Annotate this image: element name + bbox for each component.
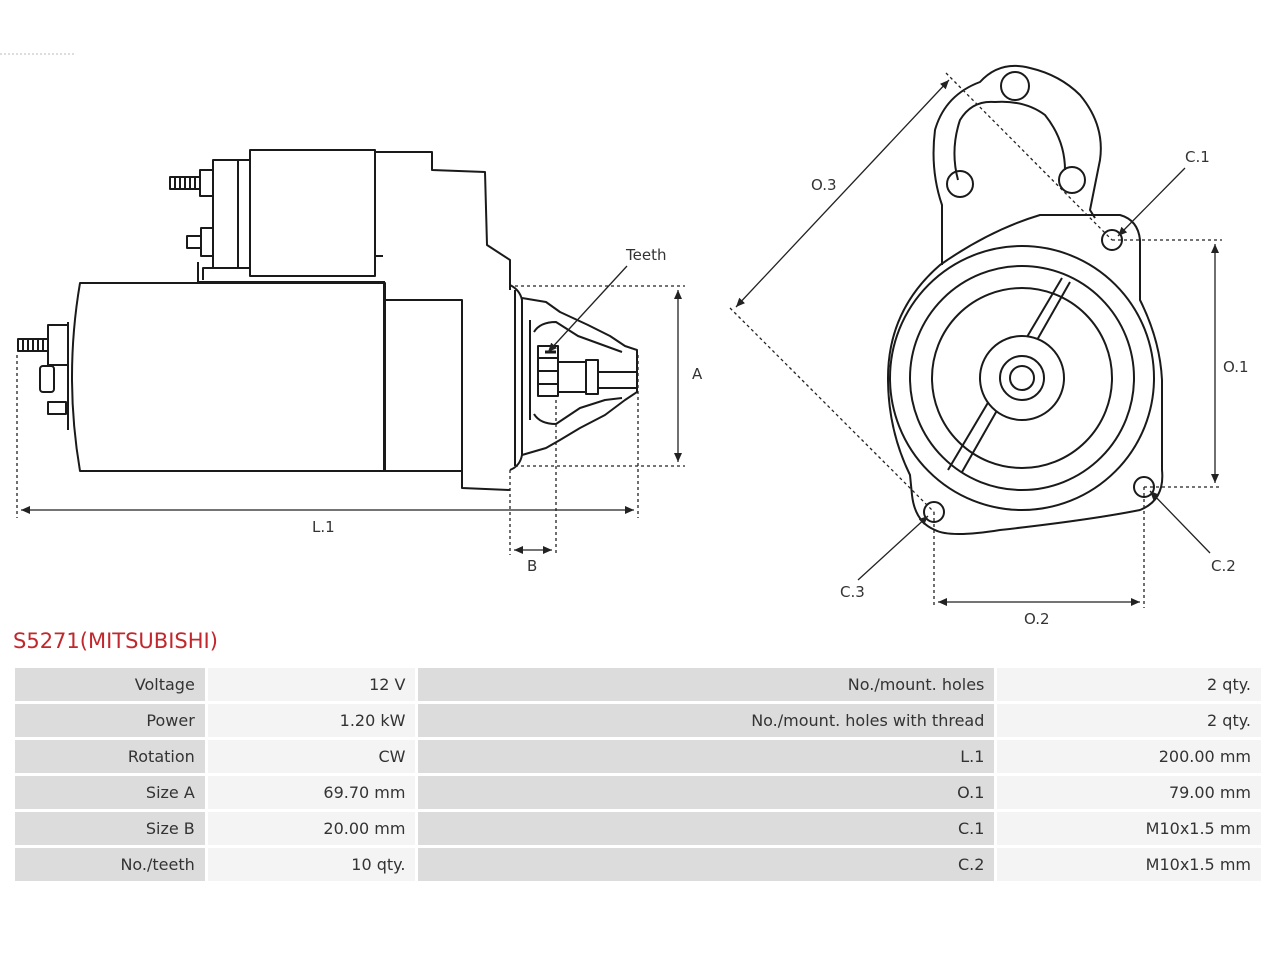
mount-hole-c3 (923, 501, 945, 523)
front-view (887, 64, 1164, 535)
spec-value: 12 V (207, 668, 416, 701)
motor-body (67, 282, 511, 491)
product-title: S5271(MITSUBISHI) (13, 629, 218, 653)
spec-row: No./teeth 10 qty. C.2 M10x1.5 mm (15, 848, 1261, 881)
spec-key: Size A (15, 776, 205, 809)
spec-row: Rotation CW L.1 200.00 mm (15, 740, 1261, 773)
dimension-a-label: A (692, 365, 703, 383)
rear-terminal (17, 324, 69, 415)
teeth-label: Teeth (625, 246, 666, 264)
end-bell-outer (889, 245, 1155, 511)
solenoid-terminal-studs (169, 169, 214, 257)
spec-key: C.2 (418, 848, 995, 881)
starter-technical-drawing: Teeth A L.1 B O.3 C.1 O.1 C.2 C.3 O.2 (0, 53, 1249, 625)
top-mount-bracket (932, 64, 1102, 265)
spec-key: Power (15, 704, 205, 737)
spec-key: C.1 (418, 812, 995, 845)
spec-key: Size B (15, 812, 205, 845)
spec-key: Rotation (15, 740, 205, 773)
dimension-o1-label: O.1 (1223, 358, 1249, 376)
dimension-o3-label: O.3 (811, 176, 837, 194)
spec-key: Voltage (15, 668, 205, 701)
spec-value: 10 qty. (207, 848, 416, 881)
spec-row: Power 1.20 kW No./mount. holes with thre… (15, 704, 1261, 737)
dimension-b-label: B (527, 557, 537, 575)
spec-value: 2 qty. (997, 668, 1261, 701)
spec-value: CW (207, 740, 416, 773)
dimension-c2-label: C.2 (1211, 557, 1236, 575)
mount-hole-c2 (1133, 476, 1155, 498)
spec-value: 20.00 mm (207, 812, 416, 845)
dimension-c1-label: C.1 (1185, 148, 1210, 166)
spec-value: 2 qty. (997, 704, 1261, 737)
spec-key: No./mount. holes with thread (418, 704, 995, 737)
spec-row: Voltage 12 V No./mount. holes 2 qty. (15, 668, 1261, 701)
spec-value: 69.70 mm (207, 776, 416, 809)
spec-value: 79.00 mm (997, 776, 1261, 809)
spec-key: No./mount. holes (418, 668, 995, 701)
spec-value: 200.00 mm (997, 740, 1261, 773)
spec-row: Size B 20.00 mm C.1 M10x1.5 mm (15, 812, 1261, 845)
spec-key: O.1 (418, 776, 995, 809)
side-view-dimensions (16, 265, 685, 555)
spec-key: L.1 (418, 740, 995, 773)
mount-hole-c1 (1101, 229, 1123, 251)
spec-key: No./teeth (15, 848, 205, 881)
spec-value: 1.20 kW (207, 704, 416, 737)
front-view-dimensions (729, 72, 1222, 608)
drive-housing (509, 284, 638, 471)
spec-table: Voltage 12 V No./mount. holes 2 qty. Pow… (12, 665, 1264, 884)
spec-value: M10x1.5 mm (997, 812, 1261, 845)
dimension-l1-label: L.1 (312, 518, 335, 536)
spec-value: M10x1.5 mm (997, 848, 1261, 881)
solenoid (197, 149, 511, 290)
spec-row: Size A 69.70 mm O.1 79.00 mm (15, 776, 1261, 809)
side-view (17, 149, 638, 491)
dimension-c3-label: C.3 (840, 583, 865, 601)
dimension-o2-label: O.2 (1024, 610, 1050, 625)
